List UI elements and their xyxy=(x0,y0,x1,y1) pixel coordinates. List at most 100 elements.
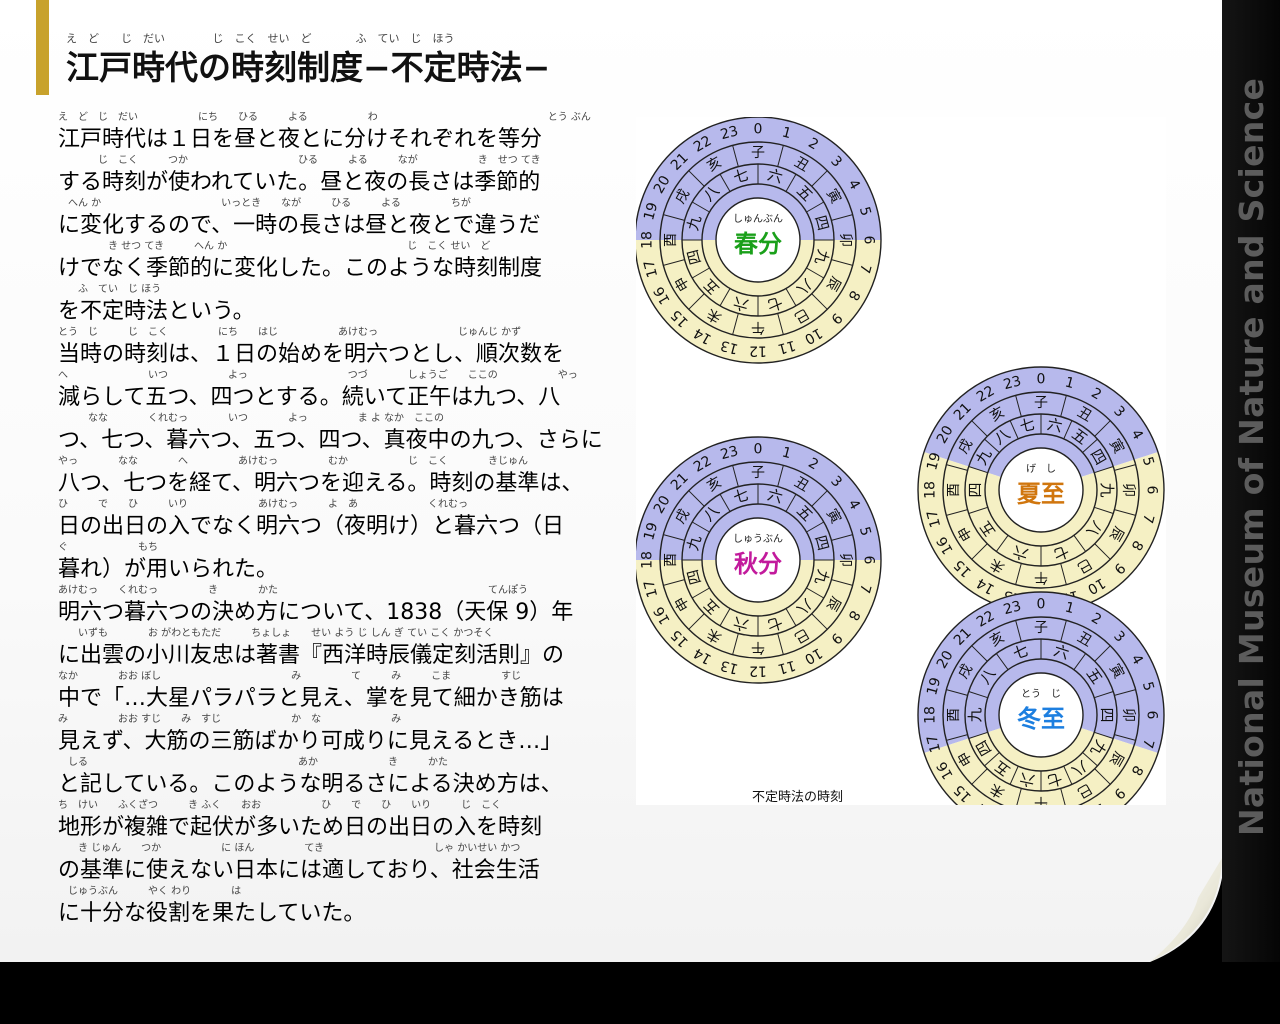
museum-name-vertical: National Museum of Nature and Science xyxy=(1232,77,1271,836)
zodiac-divider xyxy=(777,633,784,655)
zodiac-divider xyxy=(1094,420,1111,437)
zodiac-sign: 丑 xyxy=(791,474,811,495)
zodiac-divider xyxy=(1114,734,1136,741)
hour-number: 23 xyxy=(1002,373,1023,393)
zodiac-sign: 丑 xyxy=(1074,404,1094,425)
hour-number: 16 xyxy=(651,603,674,627)
dial-summer: 01234567891011121314151617181920212223子丑… xyxy=(917,366,1165,614)
hour-number: 22 xyxy=(691,133,714,156)
zodiac-divider xyxy=(732,465,739,487)
hour-number: 18 xyxy=(923,706,939,724)
zodiac-sign: 午 xyxy=(751,319,765,335)
dial-label: 秋分 xyxy=(734,550,782,578)
hour-number: 12 xyxy=(749,343,767,359)
paragraph-line: ち けい ふくざつ き ふく おお ひ で ひ いり じ こく地形が複雑で起伏が… xyxy=(58,798,593,841)
zodiac-sign: 午 xyxy=(1034,794,1048,805)
hour-number: 22 xyxy=(974,383,997,406)
hour-divider xyxy=(785,608,797,627)
kanji-hour: 四 xyxy=(684,568,705,587)
hour-number: 19 xyxy=(641,521,661,542)
kanji-hour: 七 xyxy=(766,613,785,634)
kanji-hour: 六 xyxy=(1051,641,1071,663)
line-furigana: じ こく つか ひる よる なが き せつ てき xyxy=(58,155,541,166)
zodiac-divider xyxy=(946,464,968,471)
kanji-hour: 六 xyxy=(766,486,785,507)
hour-number: 14 xyxy=(691,644,715,667)
line-furigana: き じゅん つか に ほん てき しゃ かいせい かつ xyxy=(58,843,521,854)
hour-divider xyxy=(1094,506,1114,514)
hour-divider xyxy=(719,288,731,307)
zodiac-divider xyxy=(663,259,685,266)
paragraph-line: じゅうぶん やく わり はに十分な役割を果たしていた。 xyxy=(58,884,593,927)
zodiac-sign: 子 xyxy=(751,465,765,481)
hour-divider xyxy=(1094,731,1114,739)
paragraph-line: やっ なな へ あけむっ むか じ こく きじゅん八つ、七つを経て、明六つを迎え… xyxy=(58,454,593,497)
line-furigana: え ど じ だい にち ひる よる わ とう ぶん xyxy=(58,112,591,123)
kanji-hour: 四 xyxy=(684,248,705,267)
dial-label: 春分 xyxy=(734,230,782,258)
paragraph-line: き じゅん つか に ほん てき しゃ かいせい かつの基準に使えない日本には適… xyxy=(58,841,593,884)
zodiac-divider xyxy=(1114,689,1136,696)
hour-number: 23 xyxy=(719,123,740,143)
zodiac-divider xyxy=(811,613,828,630)
hour-number: 1 xyxy=(1063,374,1076,392)
zodiac-sign: 子 xyxy=(1034,620,1048,636)
title-accent-bar xyxy=(36,0,49,95)
hour-number: 19 xyxy=(924,451,944,472)
page-title: 江戸時代の時刻制度−不定時法− xyxy=(66,48,551,87)
hour-number: 16 xyxy=(934,533,957,557)
hour-divider xyxy=(719,608,731,627)
hour-number: 13 xyxy=(719,337,740,357)
paragraph-line: なな くれむっ いつ よっ ま よ なか ここのつ、七つ、暮六つ、五つ、四つ、真… xyxy=(58,411,603,454)
zodiac-divider xyxy=(688,613,705,630)
hour-divider xyxy=(806,201,825,213)
zodiac-divider xyxy=(811,490,828,507)
hour-number: 20 xyxy=(934,648,957,671)
hour-number: 5 xyxy=(1139,680,1157,693)
dial-ring xyxy=(942,616,1140,805)
hour-number: 14 xyxy=(691,324,715,347)
paragraph-line: じ こく つか ひる よる なが き せつ てきする時刻が使われていた。昼と夜の… xyxy=(58,153,593,196)
dial-label: 冬至 xyxy=(1017,705,1065,733)
line-text: 地形が複雑で起伏が多いため日の出日の入を時刻 xyxy=(58,815,543,840)
zodiac-sign: 辰 xyxy=(1106,523,1127,543)
hour-divider xyxy=(968,731,988,739)
kanji-hour: 四 xyxy=(966,482,984,497)
kanji-hour: 七 xyxy=(1051,542,1071,564)
zodiac-sign: 未 xyxy=(704,305,724,326)
hour-number: 0 xyxy=(1037,597,1046,613)
zodiac-sign: 戌 xyxy=(672,506,693,526)
zodiac-divider xyxy=(946,509,968,516)
kanji-hour: 六 xyxy=(1018,769,1036,790)
hour-number: 18 xyxy=(640,551,656,569)
dial-ring xyxy=(659,141,857,339)
paragraph-line: き せつ てき へん か じ こく せい どけでなく季節的に変化した。このような… xyxy=(58,239,593,282)
dial-center xyxy=(998,672,1084,758)
kanji-hour: 九 xyxy=(1098,482,1116,497)
dial-ring xyxy=(917,591,1165,805)
line-furigana: とう じ じ こく にち はじ あけむっ じゅんじ かず xyxy=(58,327,522,338)
hour-divider xyxy=(806,521,825,533)
hour-number: 14 xyxy=(974,574,998,597)
line-text: 八つ、七つを経て、明六つを迎える。時刻の基準は、 xyxy=(58,471,584,496)
line-furigana: なか おお ぼし み て み こま すじ xyxy=(58,671,522,682)
zodiac-divider xyxy=(811,293,828,310)
zodiac-divider xyxy=(1060,395,1067,417)
hour-divider xyxy=(719,493,731,512)
zodiac-sign: 申 xyxy=(955,748,976,768)
line-text: 日の出日の入でなく明六つ（夜明け）と暮六つ（日 xyxy=(58,514,565,539)
dial-label-ruby: しゅんぶん xyxy=(733,213,783,225)
hour-number: 1 xyxy=(780,444,793,462)
hour-number: 19 xyxy=(641,201,661,222)
kanji-hour: 四 xyxy=(1098,707,1116,722)
dial-center xyxy=(715,197,801,283)
hour-number: 18 xyxy=(923,481,939,499)
zodiac-sign: 戌 xyxy=(672,186,693,206)
line-furigana: へ いつ よっ つづ しょうご ここの やっ xyxy=(58,370,578,381)
hour-divider xyxy=(995,535,1009,552)
dial-label-ruby: とう じ xyxy=(1021,688,1061,700)
zodiac-divider xyxy=(777,145,784,167)
zodiac-sign: 未 xyxy=(987,555,1007,576)
